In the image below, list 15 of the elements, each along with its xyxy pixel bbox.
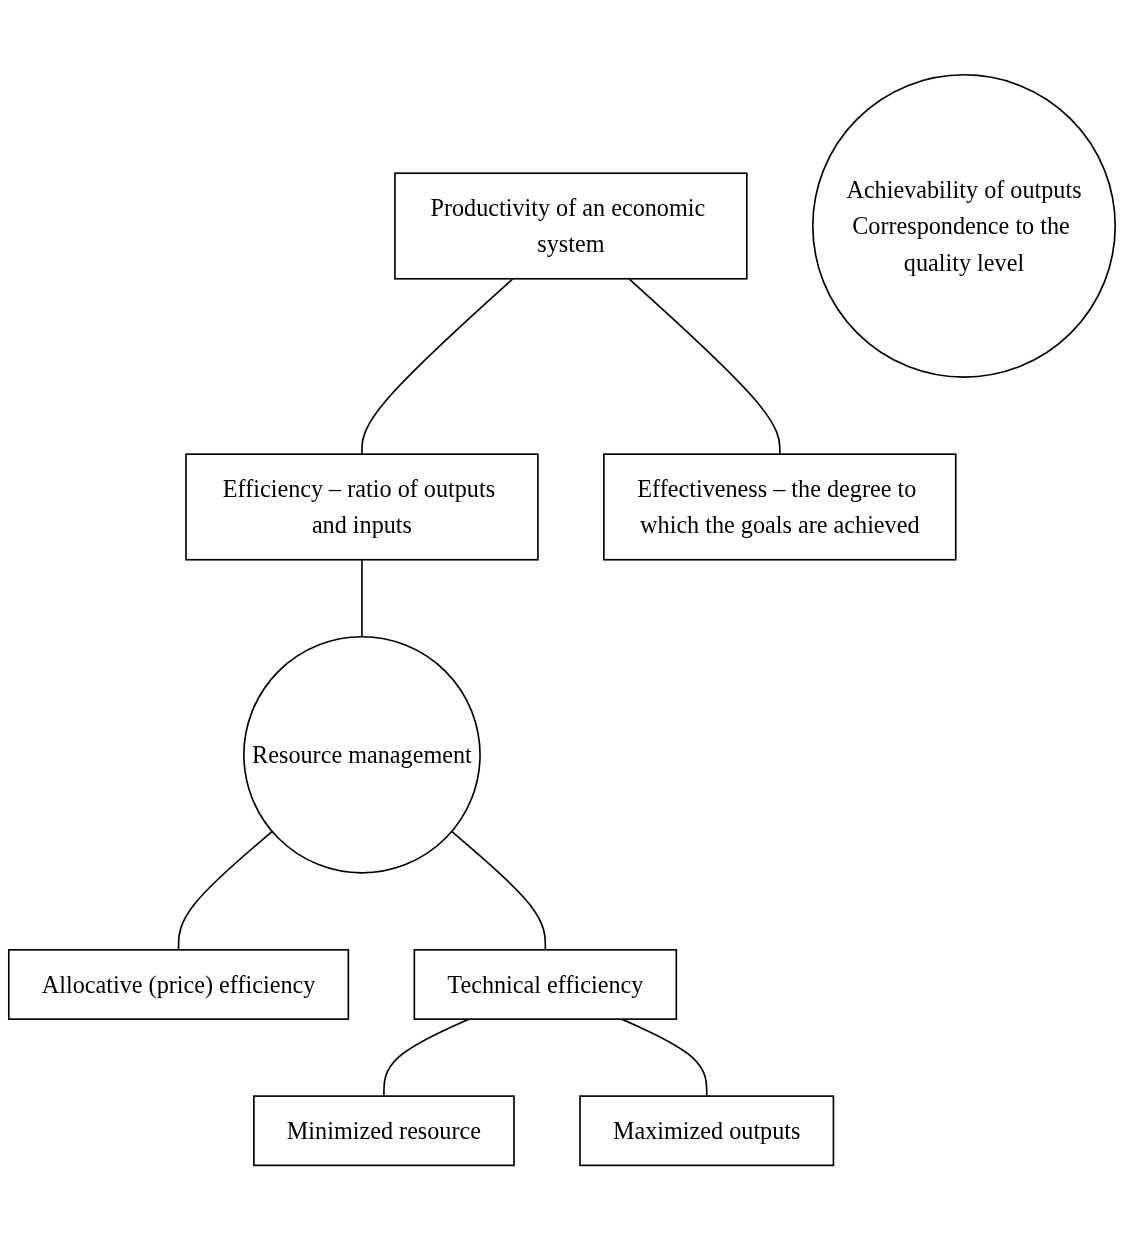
connector [361, 278, 514, 456]
node-box: Technical efficiency [413, 949, 678, 1021]
node-circle: Resource management [243, 636, 481, 875]
node-box: Productivity of an economic system [394, 172, 748, 280]
connector [177, 831, 273, 952]
node-box: Effectiveness – the degree to which the goals are achieved [603, 453, 957, 561]
connector [361, 559, 363, 638]
connector [450, 831, 547, 952]
connector [628, 278, 781, 456]
connector [383, 1018, 470, 1098]
node-box: Allocative (price) efficiency [7, 949, 350, 1021]
node-box: Efficiency – ratio of outputs and inputs [185, 453, 539, 561]
node-circle: Achievability of outputs Correspondence to the quality level [811, 74, 1117, 379]
node-box: Minimized resource [253, 1095, 515, 1167]
node-box: Maximized outputs [579, 1095, 835, 1167]
